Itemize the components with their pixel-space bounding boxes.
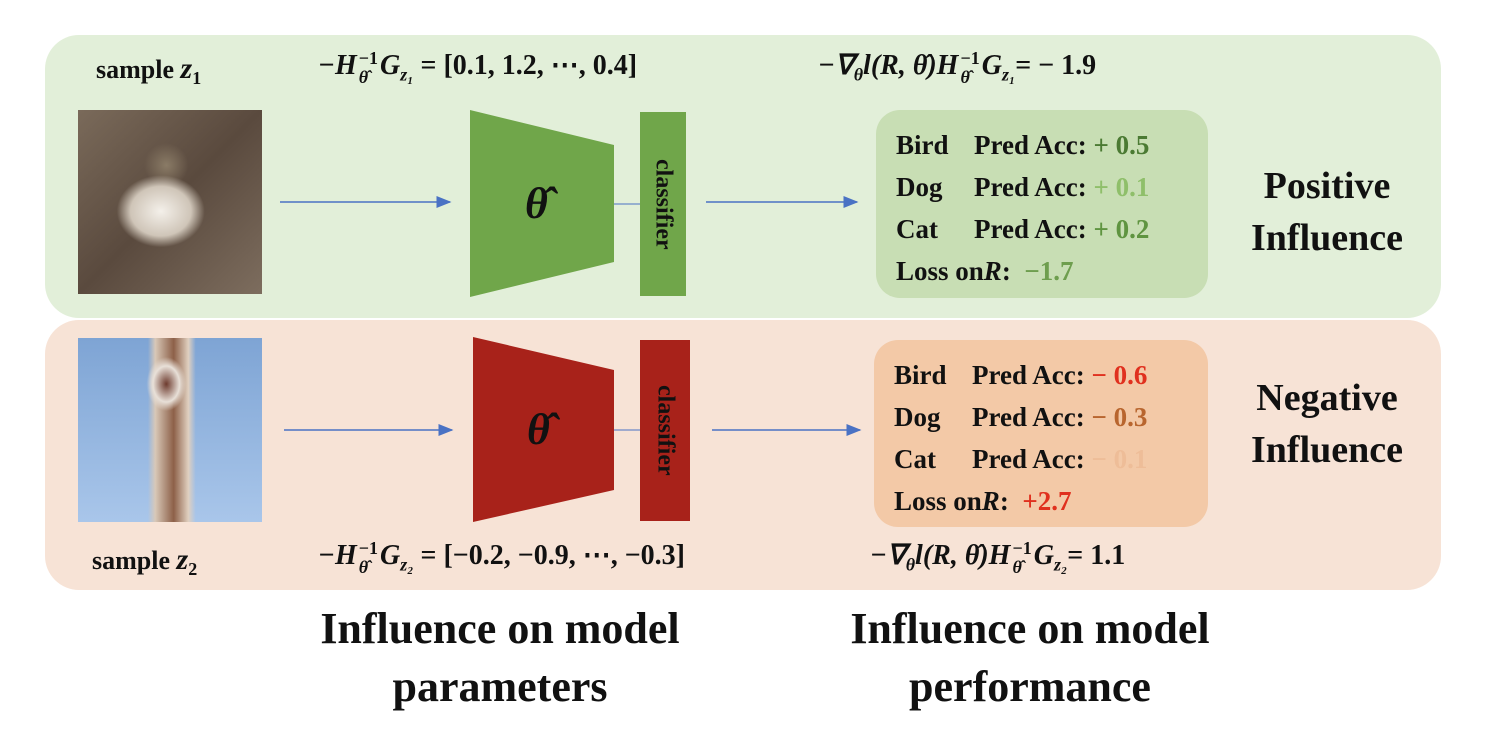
encoder-trapezoid-z2: [473, 337, 614, 522]
sample-z2-label: sample z2: [92, 543, 198, 580]
positive-panel: [45, 35, 1441, 318]
theta-hat-z1: θ̂: [525, 179, 548, 228]
classifier-bar-z2: [640, 340, 690, 521]
ostrich-image: [78, 338, 262, 522]
theta-hat-z2: θ̂: [527, 405, 550, 454]
classifier-label-z2: classifier: [652, 385, 679, 476]
loss-row: Loss on R: −1.7: [896, 256, 1074, 286]
encoder-trapezoid-z1: [470, 110, 614, 297]
classifier-label-z1: classifier: [650, 158, 677, 250]
sample-z1-label: sample z1: [96, 52, 202, 89]
bird-image: [78, 110, 262, 294]
loss-row: Loss on R: +2.7: [894, 486, 1072, 516]
negative-panel: [45, 320, 1441, 590]
classifier-bar-z1: [640, 112, 686, 296]
